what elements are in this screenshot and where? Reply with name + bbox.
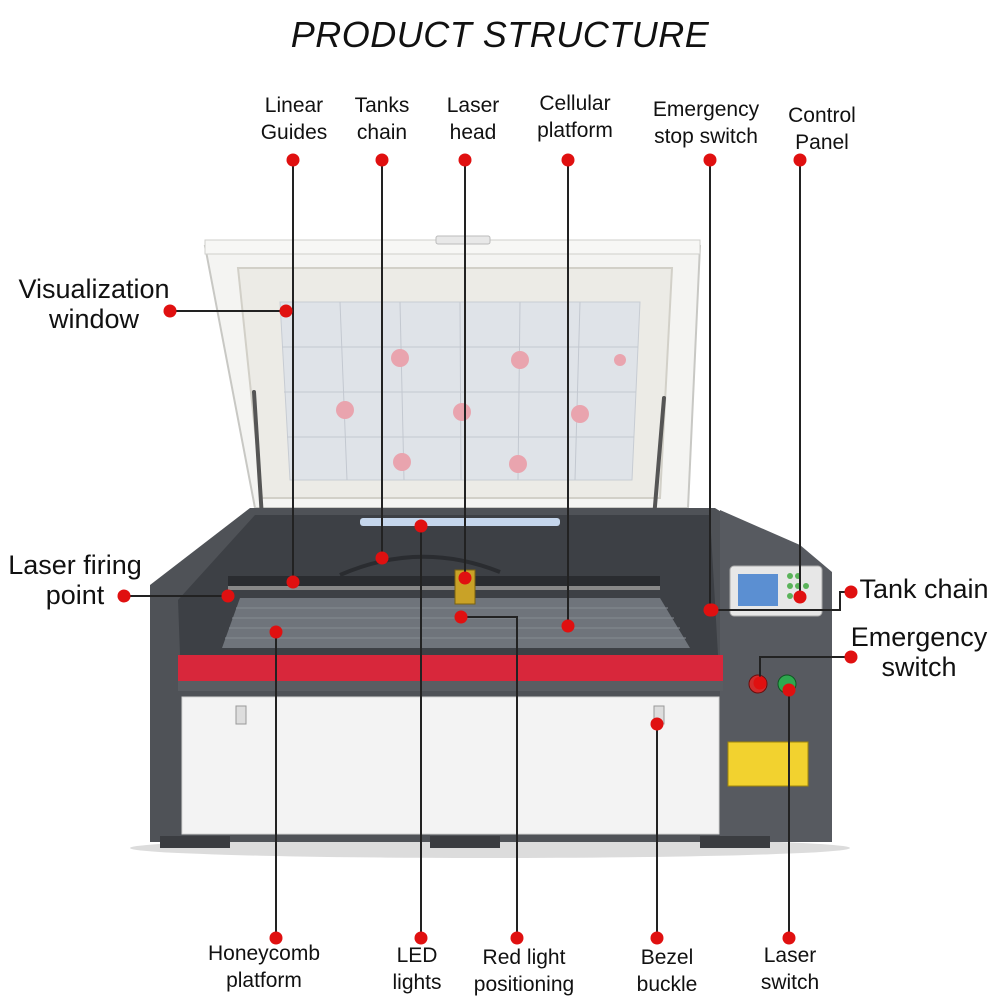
marker-dot-red-light-positioning-target xyxy=(454,610,468,624)
marker-dot-emergency-stop-switch-label xyxy=(703,153,717,167)
marker-dot-bezel-buckle-label xyxy=(650,931,664,945)
label-tank-chain: Tank chain xyxy=(859,574,989,604)
marker-dot-tank-chain-target xyxy=(705,603,719,617)
machine-body xyxy=(150,508,832,848)
marker-dot-linear-guides-target xyxy=(286,575,300,589)
marker-dot-bezel-buckle-target xyxy=(650,717,664,731)
marker-dot-honeycomb-platform-label xyxy=(269,931,283,945)
marker-dot-led-lights-label xyxy=(414,931,428,945)
marker-dot-control-panel-label xyxy=(793,153,807,167)
marker-dot-linear-guides-label xyxy=(286,153,300,167)
marker-dot-led-lights-target xyxy=(414,519,428,533)
marker-dot-tank-chain-label xyxy=(844,585,858,599)
visualization-window-glass xyxy=(279,301,641,481)
leader-line-emergency-switch xyxy=(759,656,851,683)
honeycomb-bed xyxy=(222,598,690,648)
marker-dot-tanks-chain-label xyxy=(375,153,389,167)
marker-dot-laser-firing-point-label xyxy=(117,589,131,603)
leader-line-red-light-positioning xyxy=(461,616,518,938)
marker-dots xyxy=(117,153,858,945)
marker-dot-laser-firing-point-target xyxy=(221,589,235,603)
marker-dot-cellular-platform-label xyxy=(561,153,575,167)
marker-dot-laser-head-label xyxy=(458,153,472,167)
leader-lines xyxy=(124,160,851,938)
marker-dot-laser-switch-label xyxy=(782,931,796,945)
marker-dot-emergency-switch-label xyxy=(844,650,858,664)
marker-dot-tanks-chain-target xyxy=(375,551,389,565)
marker-dot-emergency-switch-target xyxy=(753,676,767,690)
marker-dot-honeycomb-platform-target xyxy=(269,625,283,639)
marker-dot-visualization-window-label xyxy=(163,304,177,318)
page-title: PRODUCT STRUCTURE xyxy=(290,14,710,55)
marker-dot-red-light-positioning-label xyxy=(510,931,524,945)
marker-dot-cellular-platform-target xyxy=(561,619,575,633)
lid-gas-struts xyxy=(252,390,666,520)
marker-dot-visualization-window-target xyxy=(279,304,293,318)
marker-dot-control-panel-target xyxy=(793,590,807,604)
marker-dot-laser-switch-target xyxy=(782,683,796,697)
marker-dot-laser-head-target xyxy=(458,571,472,585)
